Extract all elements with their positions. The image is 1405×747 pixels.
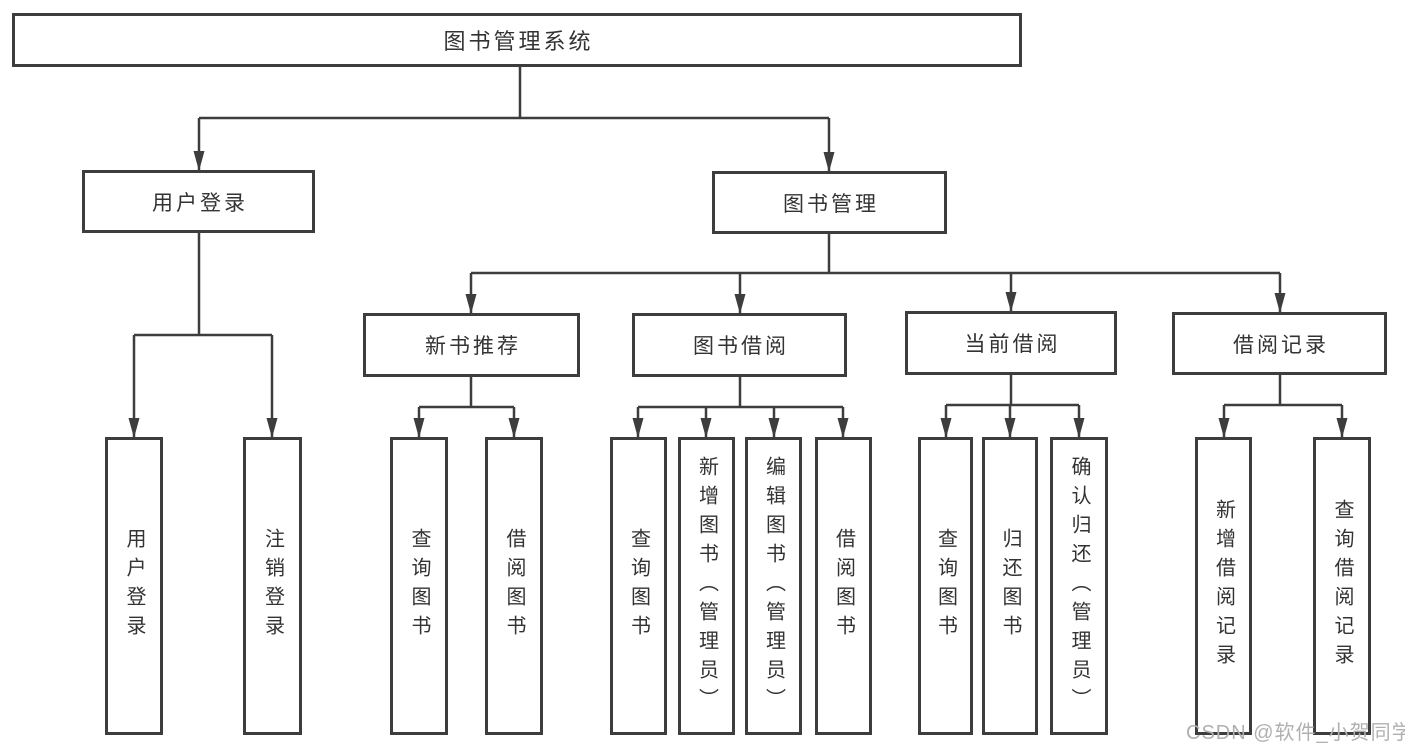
leaf-logout: 注销登录	[243, 437, 302, 735]
leaf-query-borrow-record: 查询借阅记录	[1313, 437, 1371, 735]
leaf-user-login: 用户登录	[105, 437, 163, 735]
node-borrowing-records: 借阅记录	[1172, 312, 1387, 375]
leaf-confirm-return-admin: 确认归还（管理员）	[1050, 437, 1108, 735]
leaf-edit-book-admin: 编辑图书（管理员）	[745, 437, 802, 735]
leaf-add-borrow-record: 新增借阅记录	[1195, 437, 1252, 735]
node-current-borrowing: 当前借阅	[905, 311, 1117, 375]
leaf-query-books-borrowing: 查询图书	[610, 437, 667, 735]
node-user-login-branch: 用户登录	[82, 170, 315, 233]
node-library-management-system: 图书管理系统	[12, 13, 1022, 67]
leaf-borrow-books: 借阅图书	[815, 437, 872, 735]
node-book-management-branch: 图书管理	[712, 171, 947, 234]
csdn-watermark: CSDN @软件_小贺同学	[1186, 722, 1405, 744]
leaf-add-book-admin: 新增图书（管理员）	[678, 437, 735, 735]
node-book-borrowing: 图书借阅	[632, 313, 847, 377]
node-new-book-recommend: 新书推荐	[363, 313, 580, 377]
leaf-query-books-recommend: 查询图书	[390, 437, 448, 735]
leaf-borrow-books-recommend: 借阅图书	[485, 437, 543, 735]
leaf-query-books-current: 查询图书	[918, 437, 973, 735]
leaf-return-books: 归还图书	[982, 437, 1038, 735]
